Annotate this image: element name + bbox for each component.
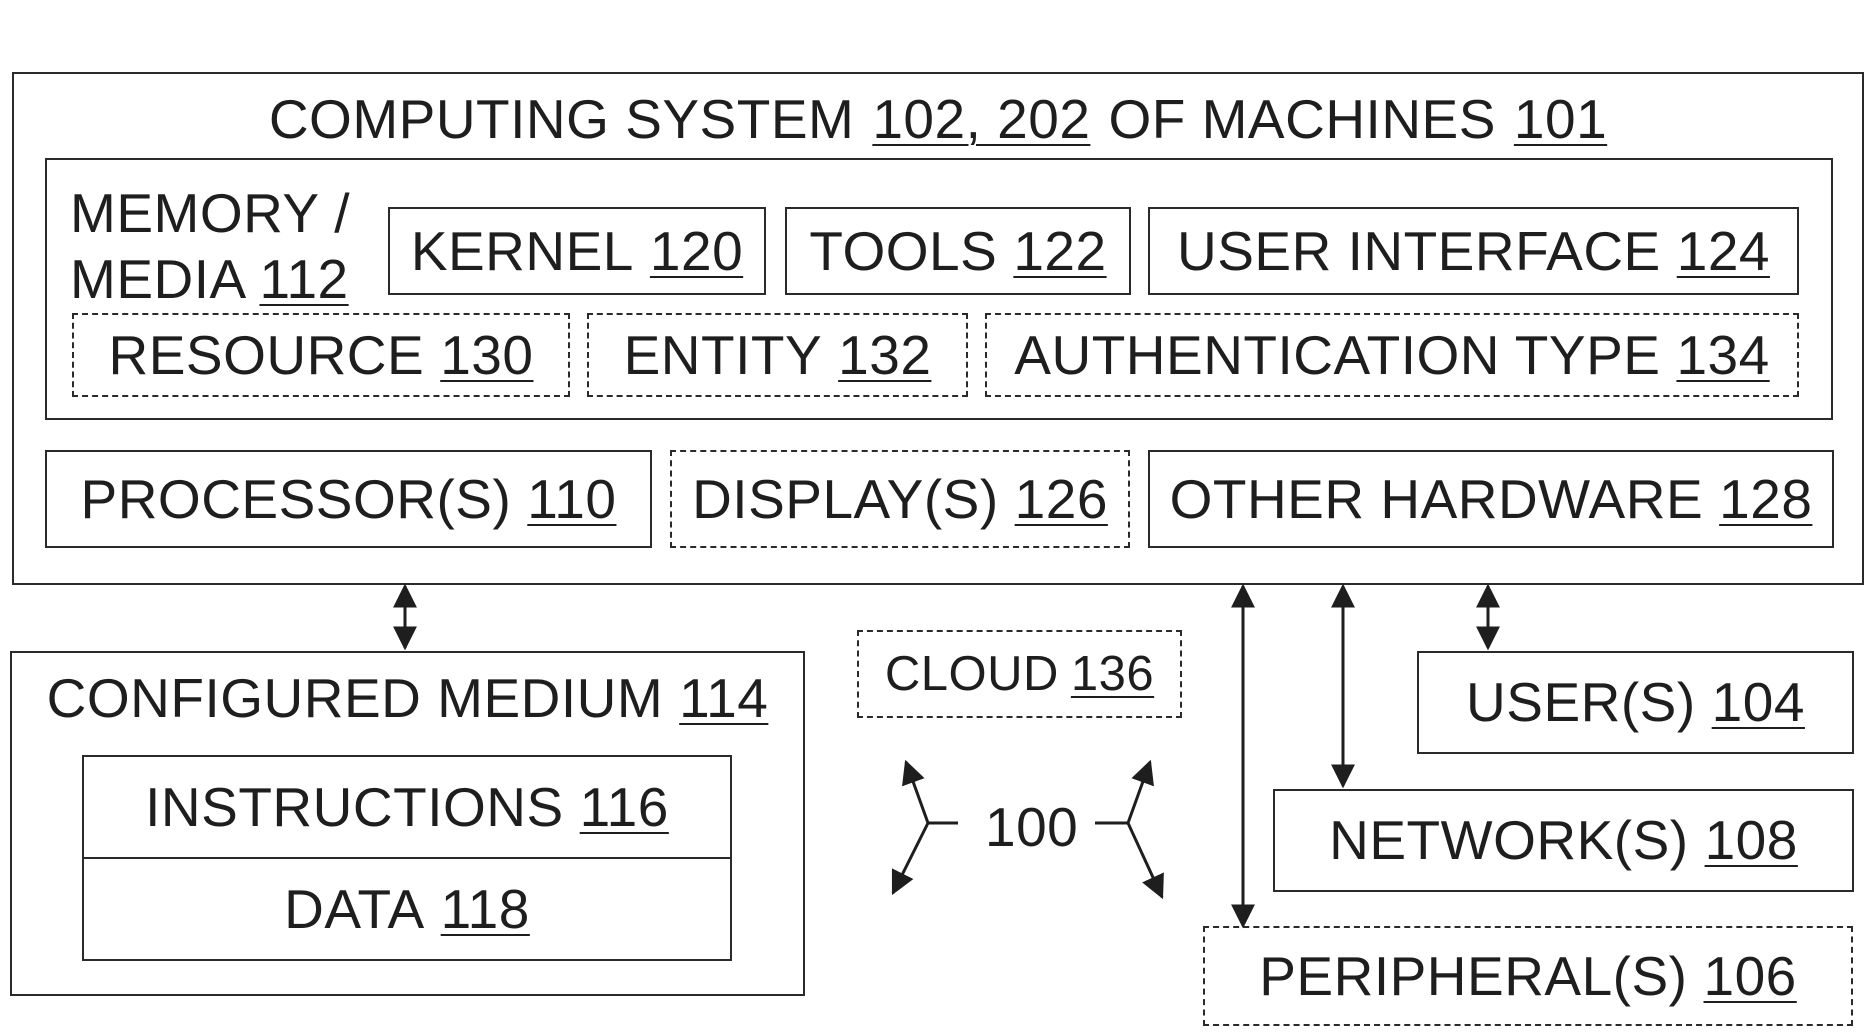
environment-left-marker (893, 762, 958, 893)
environment-right-marker (1095, 762, 1162, 897)
